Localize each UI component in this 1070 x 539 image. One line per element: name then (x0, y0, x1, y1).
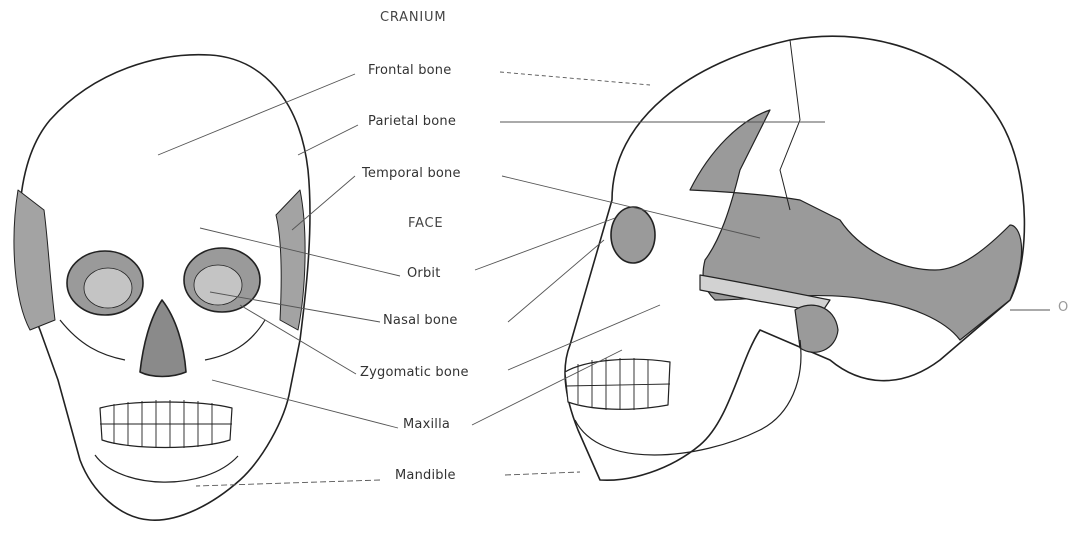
front-cranium-outline (19, 55, 310, 520)
label-maxilla: Maxilla (403, 417, 450, 432)
heading-cranium: CRANIUM (380, 10, 446, 25)
leader-mandible-side (505, 472, 580, 475)
leader-parietal-front (298, 125, 358, 155)
leader-frontal-side (500, 72, 650, 85)
label-mandible: Mandible (395, 468, 456, 483)
heading-face: FACE (408, 216, 443, 231)
label-zygomatic-bone: Zygomatic bone (360, 365, 469, 380)
front-orbit-right-inner (194, 265, 242, 305)
label-parietal-bone: Parietal bone (368, 114, 456, 129)
skull-front-view (14, 55, 310, 520)
skull-side-view (565, 36, 1024, 480)
label-orbit: Orbit (407, 266, 441, 281)
side-orbit (611, 207, 655, 263)
label-occipital-partial: O (1058, 300, 1068, 315)
label-nasal-bone: Nasal bone (383, 313, 458, 328)
front-orbit-left-inner (84, 268, 132, 308)
label-temporal-bone: Temporal bone (362, 166, 461, 181)
label-frontal-bone: Frontal bone (368, 63, 451, 78)
